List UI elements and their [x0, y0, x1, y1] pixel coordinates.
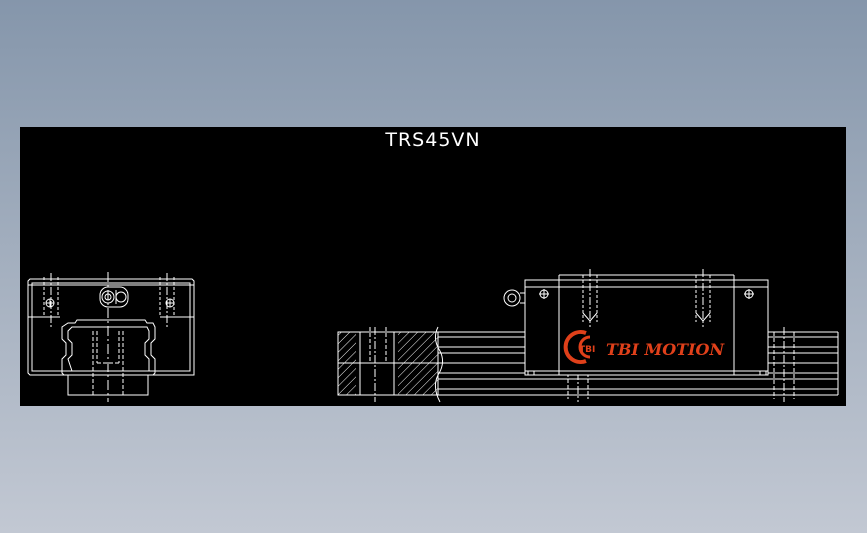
- grease-nipple-icon: [503, 289, 525, 307]
- crosshair-hole-icon: [45, 298, 55, 308]
- crosshair-hole-icon: [744, 289, 754, 299]
- logo-mark-text: TBI: [579, 345, 595, 355]
- crosshair-hole-icon: [539, 289, 549, 299]
- front-block-inner: [31, 282, 191, 372]
- carriage-block: [524, 279, 769, 376]
- tbi-logo-icon: TBI: [563, 330, 595, 364]
- cad-viewport[interactable]: TRS45VN: [20, 127, 846, 406]
- grease-nipple-icon: [99, 286, 129, 308]
- side-view: [337, 269, 839, 403]
- front-rail-inner: [67, 326, 150, 372]
- front-rail: [61, 319, 156, 396]
- front-block-outline: [27, 278, 195, 376]
- drawing-title: TRS45VN: [385, 129, 481, 151]
- crosshair-hole-icon: [165, 298, 175, 308]
- front-view: [27, 272, 195, 402]
- logo-text: TBI MOTION: [606, 340, 725, 359]
- cad-drawing: TBI TBI MOTION: [27, 269, 839, 403]
